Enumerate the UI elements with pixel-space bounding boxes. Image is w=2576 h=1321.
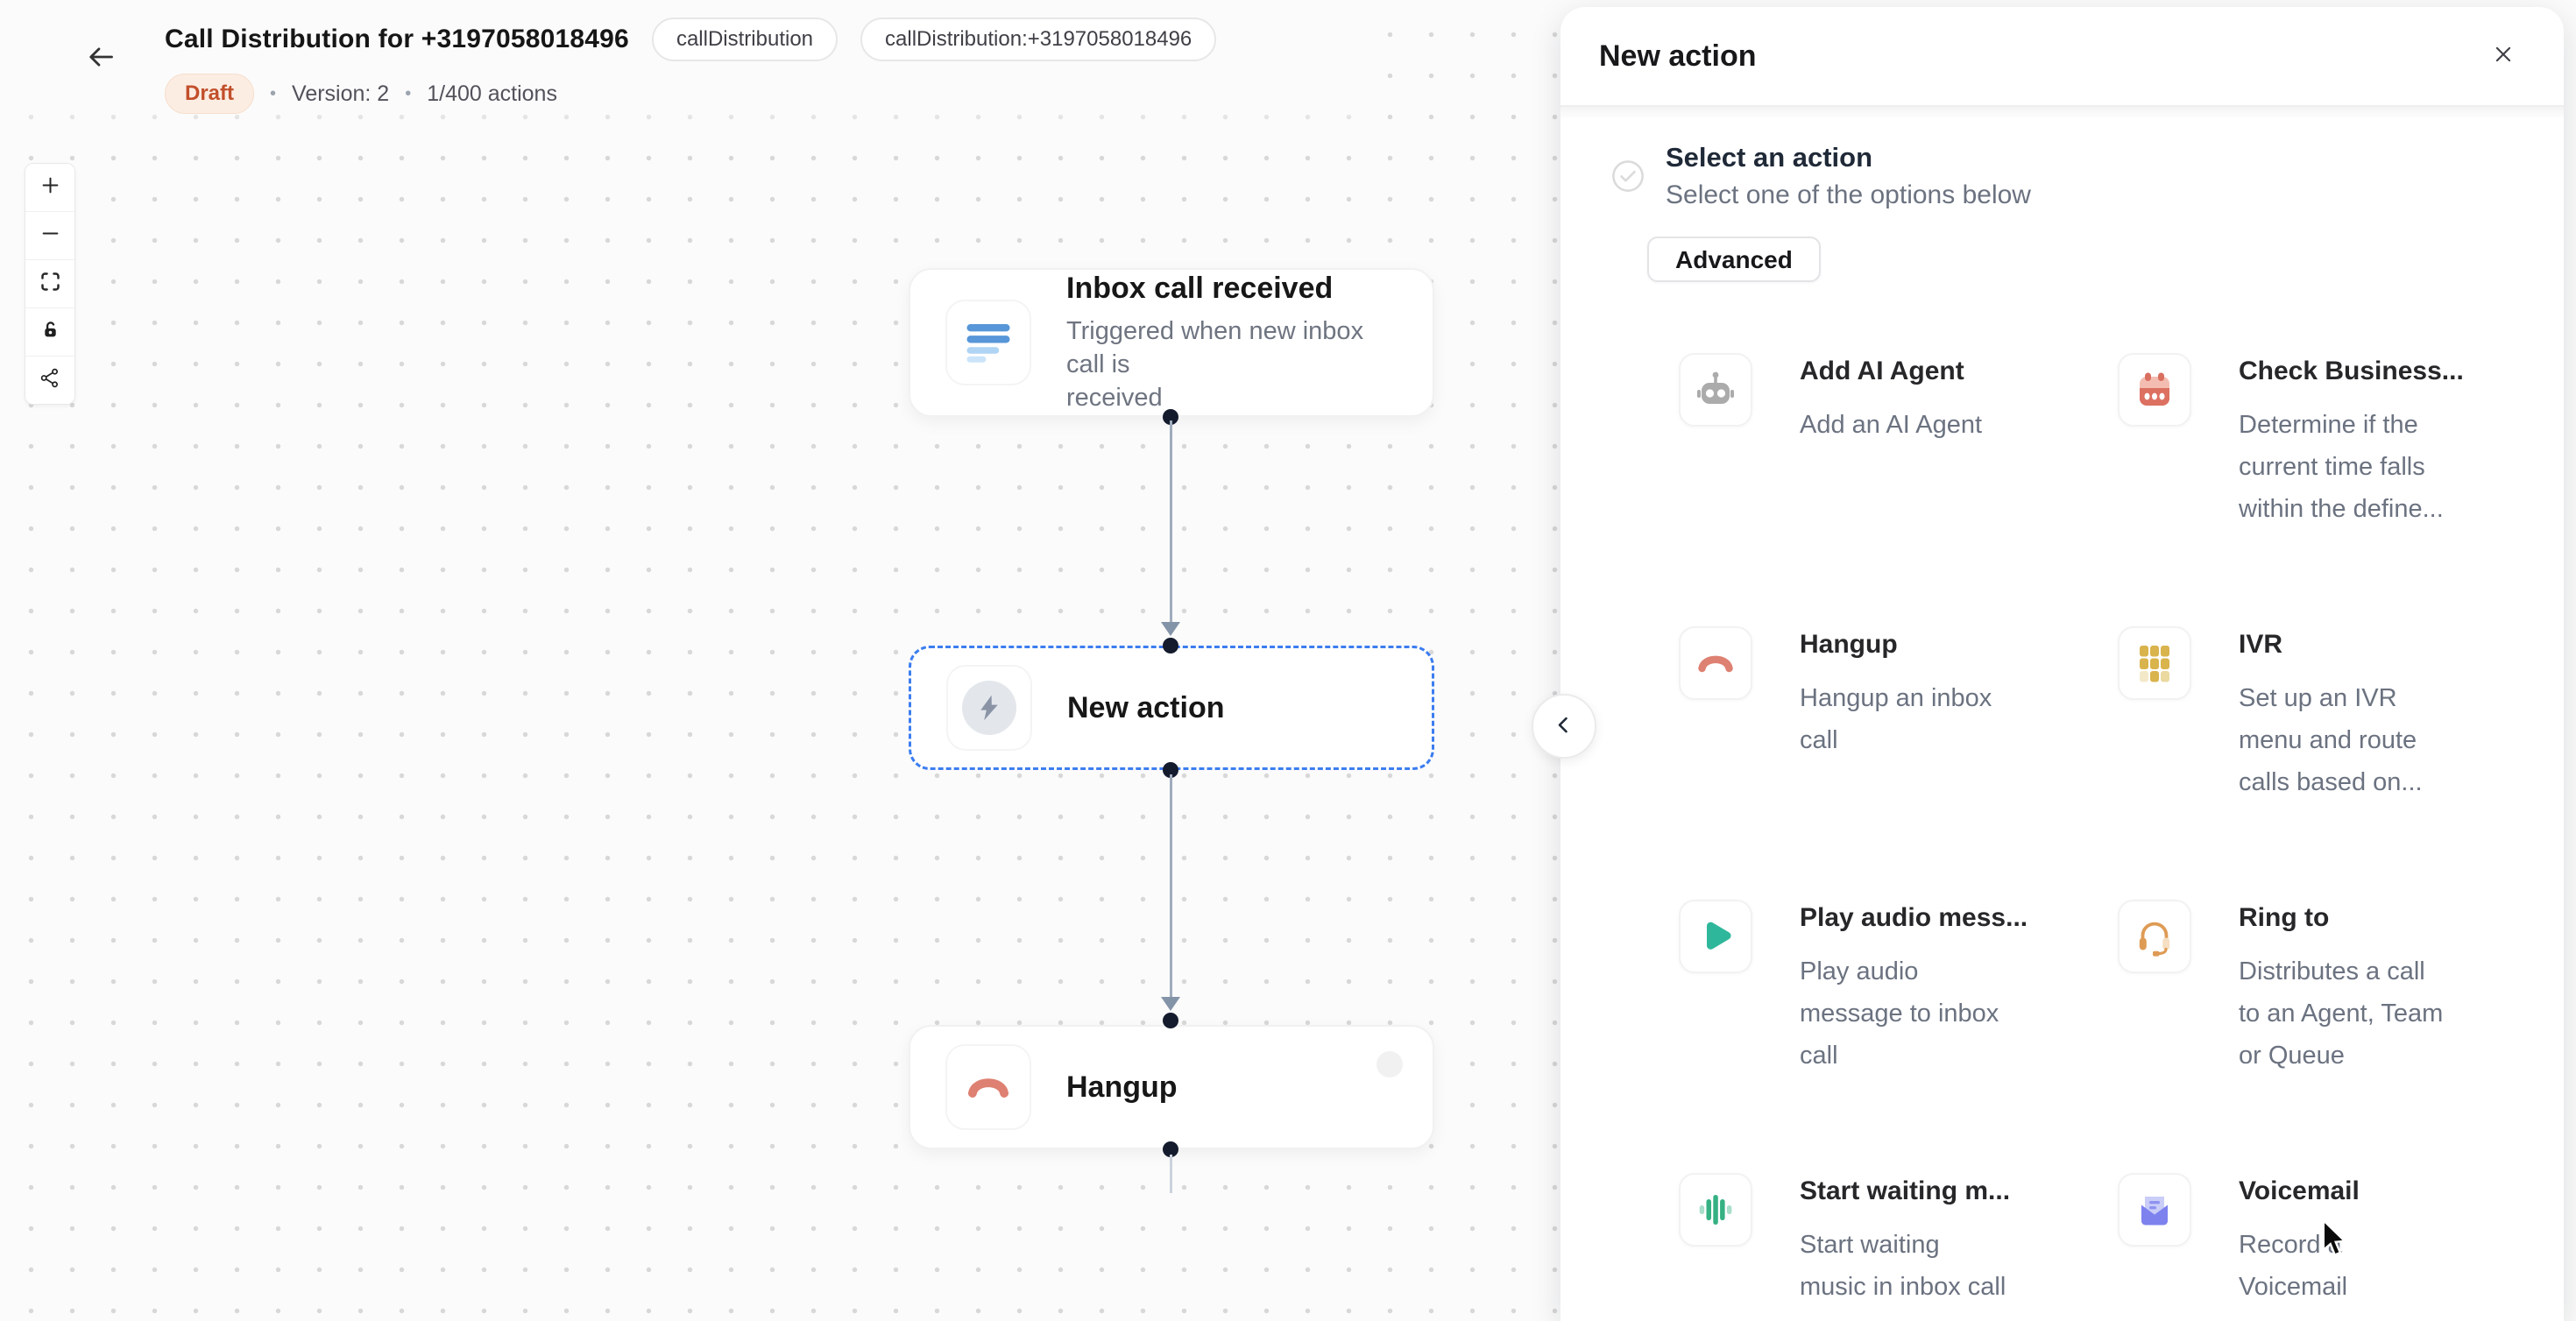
action-option-description: Record a Voicemail [2239, 1231, 2348, 1301]
action-option[interactable]: Hangup Hangup an inbox call [1679, 626, 2118, 900]
zoom-in-button[interactable] [25, 164, 74, 212]
action-option-title: Start waiting m... [1800, 1176, 2011, 1205]
keypad-icon [2118, 626, 2191, 700]
action-option-description: Hangup an inbox call [1800, 684, 1992, 754]
page-title: Call Distribution for +3197058018496 [165, 25, 629, 53]
actions-count-label: 1/400 actions [427, 81, 557, 106]
node-title: New action [1067, 690, 1225, 724]
share-icon [39, 366, 62, 394]
connection-handle[interactable] [1163, 1013, 1178, 1028]
share-button[interactable] [25, 357, 74, 404]
action-option[interactable]: Ring to Distributes a call to an Agent, … [2118, 900, 2564, 1173]
connection-handle[interactable] [1163, 762, 1178, 778]
action-option-description: Determine if the current time falls with… [2239, 411, 2444, 523]
step-header: Select an action Select one of the optio… [1610, 142, 2515, 210]
panel-header: New action [1560, 7, 2564, 107]
panel-title: New action [1599, 39, 1757, 73]
robot-icon [1679, 353, 1752, 427]
tag-calldistribution: callDistribution [651, 18, 839, 61]
close-icon [2488, 39, 2518, 74]
new-action-panel: New action Select an action Select one o… [1560, 7, 2564, 1321]
action-option-title: Voicemail [2239, 1176, 2360, 1205]
unlock-icon [39, 318, 62, 346]
node-new-action-selected[interactable]: New action [909, 646, 1434, 770]
lightning-iconbox [946, 665, 1032, 751]
action-option[interactable]: Voicemail Record a Voicemail [2118, 1173, 2564, 1321]
fit-view-button[interactable] [25, 260, 74, 308]
action-option[interactable]: Start waiting m... Start waiting music i… [1679, 1173, 2118, 1321]
edge-line [1170, 420, 1172, 625]
advanced-button[interactable]: Advanced [1647, 237, 1821, 282]
collapse-panel-button[interactable] [1532, 694, 1596, 759]
node-title: Hangup [1066, 1070, 1178, 1104]
step-subtitle: Select one of the options below [1666, 180, 2031, 209]
action-option-title: IVR [2239, 630, 2283, 659]
hangup-phone-icon [1679, 626, 1752, 700]
step-title: Select an action [1666, 142, 1873, 173]
edge-line [1170, 774, 1172, 1000]
back-button[interactable] [75, 33, 126, 84]
edge-stub-line [1170, 1155, 1172, 1193]
status-badge: Draft [165, 74, 255, 114]
waveform-icon [1679, 1173, 1752, 1247]
flow-header: Call Distribution for +3197058018496 cal… [165, 16, 1217, 114]
headset-icon [2118, 900, 2191, 973]
action-option-title: Add AI Agent [1800, 357, 1964, 385]
play-icon [1679, 900, 1752, 973]
zoom-in-icon [39, 173, 62, 201]
node-subtitle: Triggered when new inbox call is receive… [1066, 316, 1364, 412]
action-option[interactable]: Play audio mess... Play audio message to… [1679, 900, 2118, 1173]
voicemail-icon [2118, 1173, 2191, 1247]
version-label: Version: 2 [292, 81, 390, 106]
zoom-out-icon [39, 222, 62, 250]
action-option-title: Hangup [1800, 630, 1898, 659]
fit-view-icon [39, 270, 62, 298]
arrow-left-icon [83, 39, 118, 79]
meta-separator: • [405, 83, 412, 103]
action-option-description: Distributes a call to an Agent, Team or … [2239, 957, 2444, 1070]
action-option[interactable]: Check Business... Determine if the curre… [2118, 353, 2564, 626]
node-status-dot [1376, 1051, 1403, 1077]
inbox-list-icon [945, 300, 1031, 385]
lock-button[interactable] [25, 308, 74, 357]
connection-handle[interactable] [1163, 1141, 1178, 1157]
connection-handle[interactable] [1163, 638, 1178, 653]
action-option-description: Set up an IVR menu and route calls based… [2239, 684, 2423, 796]
action-option-title: Ring to [2239, 903, 2330, 932]
meta-separator: • [270, 83, 277, 103]
panel-body: Select an action Select one of the optio… [1560, 107, 2564, 1321]
lightning-icon [962, 681, 1016, 735]
hangup-phone-icon [945, 1044, 1031, 1130]
edge-arrowhead [1161, 622, 1180, 636]
check-circle-icon [1610, 158, 1646, 194]
connection-handle[interactable] [1163, 409, 1178, 425]
canvas-toolbar [25, 163, 75, 405]
action-grid: Add AI Agent Add an AI Agent Check Busin… [1560, 353, 2564, 1321]
edge-arrowhead [1161, 997, 1180, 1011]
node-hangup[interactable]: Hangup [909, 1025, 1434, 1149]
node-title: Inbox call received [1066, 271, 1334, 305]
action-option-description: Add an AI Agent [1800, 411, 1983, 439]
tag-calldistribution-number: callDistribution:+3197058018496 [860, 18, 1217, 61]
action-option[interactable]: Add AI Agent Add an AI Agent [1679, 353, 2118, 626]
action-option-title: Check Business... [2239, 357, 2464, 385]
zoom-out-button[interactable] [25, 212, 74, 260]
chevron-left-icon [1551, 711, 1577, 742]
node-inbox-call-received[interactable]: Inbox call received Triggered when new i… [909, 268, 1434, 417]
calendar-icon [2118, 353, 2191, 427]
close-panel-button[interactable] [2481, 34, 2525, 78]
action-option-description: Start waiting music in inbox call [1800, 1231, 2006, 1301]
action-option-title: Play audio mess... [1800, 903, 2028, 932]
action-option-description: Play audio message to inbox call [1800, 957, 1999, 1070]
action-option[interactable]: IVR Set up an IVR menu and route calls b… [2118, 626, 2564, 900]
